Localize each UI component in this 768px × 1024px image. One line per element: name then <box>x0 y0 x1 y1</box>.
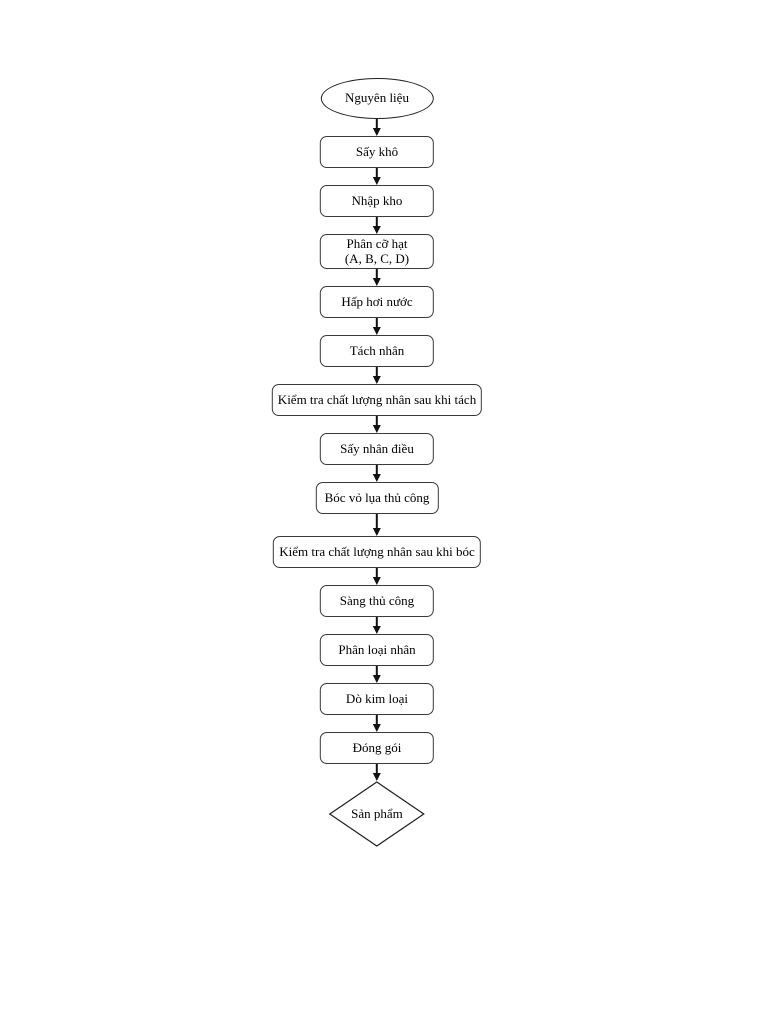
node-label: Bóc vỏ lụa thủ công <box>324 489 430 505</box>
arrow-shaft <box>376 367 378 377</box>
flow-arrow <box>372 568 381 586</box>
flow-arrow <box>372 764 381 782</box>
arrow-head-icon <box>372 626 381 635</box>
node-label: Sàng thủ công <box>339 592 415 608</box>
node-nhap-kho: Nhập kho <box>319 185 434 217</box>
arrow-shaft <box>376 119 378 128</box>
flow-arrow <box>372 269 381 287</box>
flow-arrow <box>372 367 381 385</box>
node-phan-loai-nhan: Phân loại nhân <box>319 634 434 667</box>
node-tach-nhan: Tách nhân <box>319 335 434 368</box>
arrow-head-icon <box>372 177 381 185</box>
flow-arrow <box>372 666 381 684</box>
node-label: Nhập kho <box>351 192 403 208</box>
node-label: Kiểm tra chất lượng nhân sau khi bóc <box>279 543 475 559</box>
arrow-head-icon <box>372 425 381 434</box>
flow-arrow <box>372 318 381 336</box>
arrow-shaft <box>376 764 378 774</box>
arrow-shaft <box>376 568 378 578</box>
arrow-head-icon <box>372 474 381 483</box>
flow-arrow <box>372 617 381 635</box>
arrow-shaft <box>376 617 378 627</box>
flow-arrow <box>372 514 381 537</box>
arrow-shaft <box>376 514 378 529</box>
arrow-head-icon <box>372 724 381 733</box>
arrow-shaft <box>376 318 378 328</box>
arrow-head-icon <box>372 577 381 586</box>
node-san-pham: Sản phẩm <box>328 781 425 847</box>
node-label: Dò kim loại <box>345 690 409 706</box>
flow-arrow <box>372 168 381 185</box>
arrow-head-icon <box>372 128 381 136</box>
node-label: Đóng gói <box>352 739 402 755</box>
node-say-kho: Sấy khô <box>319 136 434 168</box>
node-say-nhan-dieu: Sấy nhân điều <box>319 433 434 466</box>
arrow-shaft <box>376 168 378 177</box>
arrow-head-icon <box>372 226 381 234</box>
node-sang-thu-cong: Sàng thủ công <box>319 585 434 618</box>
flow-arrow <box>372 217 381 234</box>
arrow-shaft <box>376 715 378 725</box>
node-label: Phân loại nhân <box>338 641 416 657</box>
flowchart: Nguyên liệu Sấy khô Nhập kho Phân cỡ hạt… <box>271 78 483 847</box>
node-phan-co-hat: Phân cỡ hạt (A, B, C, D) <box>319 234 434 270</box>
node-label: Sản phẩm <box>351 806 403 822</box>
arrow-shaft <box>376 666 378 676</box>
node-sublabel: (A, B, C, D) <box>344 250 410 266</box>
arrow-shaft <box>376 217 378 226</box>
node-boc-vo-lua: Bóc vỏ lụa thủ công <box>315 482 439 515</box>
arrow-head-icon <box>372 376 381 385</box>
node-label: Sấy khô <box>355 143 399 159</box>
node-hap-hoi-nuoc: Hấp hơi nước <box>319 286 434 319</box>
node-dong-goi: Đóng gói <box>319 732 434 765</box>
arrow-head-icon <box>372 675 381 684</box>
arrow-head-icon <box>372 327 381 336</box>
flow-arrow <box>372 465 381 483</box>
node-do-kim-loai: Dò kim loại <box>319 683 434 716</box>
arrow-head-icon <box>372 278 381 287</box>
node-label: Phân cỡ hạt <box>346 236 408 251</box>
node-label: Kiểm tra chất lượng nhân sau khi tách <box>277 391 477 407</box>
flow-arrow <box>372 715 381 733</box>
node-label: Nguyên liệu <box>345 90 409 106</box>
node-kiem-tra-sau-tach: Kiểm tra chất lượng nhân sau khi tách <box>271 384 483 417</box>
arrow-shaft <box>376 465 378 475</box>
node-label: Hấp hơi nước <box>341 293 413 309</box>
arrow-head-icon <box>372 773 381 782</box>
arrow-head-icon <box>372 528 381 537</box>
diamond-shape <box>328 781 425 847</box>
flow-arrow <box>372 119 381 136</box>
arrow-shaft <box>376 269 378 279</box>
node-start-nguyen-lieu: Nguyên liệu <box>320 78 434 119</box>
node-label: Sấy nhân điều <box>340 440 414 456</box>
flow-arrow <box>372 416 381 434</box>
node-label: Tách nhân <box>349 342 405 358</box>
arrow-shaft <box>376 416 378 426</box>
node-kiem-tra-sau-boc: Kiểm tra chất lượng nhân sau khi bóc <box>273 536 481 569</box>
